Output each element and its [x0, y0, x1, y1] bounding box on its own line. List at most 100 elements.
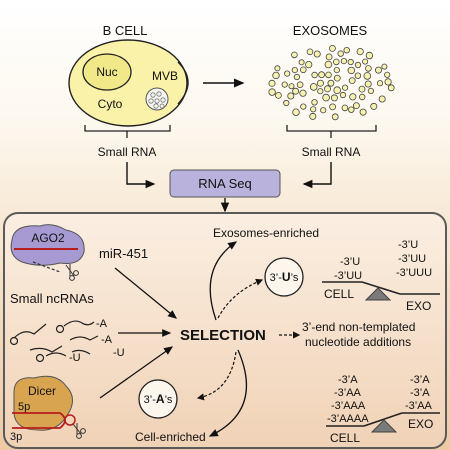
exosome-bracket — [286, 125, 377, 138]
exosome-vesicle — [316, 79, 324, 87]
exosome-vesicle — [367, 87, 374, 95]
exosome-vesicle — [313, 50, 321, 58]
exosome-vesicle — [384, 71, 391, 78]
exosome-vesicle — [363, 72, 372, 80]
exosome-vesicle — [281, 81, 288, 88]
additions-line1: 3’-end non-templated — [302, 320, 415, 334]
rna-seq-label: RNA Seq — [198, 176, 251, 191]
a-circle — [138, 379, 178, 419]
exosome-vesicle — [362, 58, 369, 65]
exosome-vesicle — [348, 106, 355, 113]
exosome-vesicle — [358, 85, 366, 93]
exosome-vesicle — [341, 84, 349, 91]
selection-panel — [3, 212, 447, 449]
exosome-vesicle — [331, 113, 339, 121]
exosome-vesicle — [332, 58, 340, 66]
mir-arrow — [114, 267, 178, 319]
exosome-vesicle — [268, 88, 276, 96]
lower-left-item-2: -3’AAA — [331, 400, 366, 412]
exosome-vesicle — [329, 103, 337, 111]
exosome-vesicle — [381, 63, 388, 70]
exosome-vesicle — [348, 77, 356, 84]
exosome-vesicle — [268, 79, 276, 87]
rna-seq-box — [169, 169, 281, 198]
ncrna-tail-u1: -U — [69, 352, 81, 364]
lower-scale: -3’A -3’AA -3’AAA -3’AAAA -3’A -3’A -3’A… — [326, 374, 440, 445]
exosome-vesicle — [274, 65, 281, 72]
exosome-vesicle — [352, 102, 360, 109]
exosome-vesicle — [299, 89, 307, 97]
five-p-label: 5p — [18, 401, 30, 413]
exosome-vesicle — [364, 80, 372, 88]
lower-left-item-0: -3’A — [338, 374, 358, 386]
upper-right-item-0: -3’U — [398, 239, 418, 251]
secretion-arc — [177, 61, 189, 105]
nucleus — [82, 53, 132, 91]
b-cell-body — [68, 39, 188, 127]
exosome-vesicle — [291, 67, 298, 74]
exosome-vesicle — [328, 45, 336, 52]
lower-right-item-2: -3’AA — [405, 400, 433, 412]
cell-bracket — [84, 125, 171, 138]
exosomes-label: EXOSOMES — [293, 23, 368, 38]
cell-enriched-label: Cell-enriched — [135, 430, 206, 444]
nuc-label: Nuc — [96, 65, 117, 79]
lower-left-item-1: -3’AA — [334, 387, 362, 399]
exosome-vesicle — [318, 71, 326, 79]
additions-line2: nucleotide additions — [305, 335, 411, 349]
ncrna-tail-u2: -U — [113, 347, 125, 359]
lower-right-item-1: -3’A — [410, 387, 430, 399]
exosome-vesicle — [317, 88, 324, 95]
exosome-vesicle — [333, 74, 341, 82]
exo-enriched-arrow — [209, 241, 238, 321]
upper-exo-label: EXO — [406, 299, 431, 313]
exosome-vesicle — [354, 72, 362, 79]
upper-right-item-2: -3’UUU — [396, 267, 432, 279]
exosome-vesicle — [305, 60, 313, 69]
a-circle-text: 3’-A’s — [144, 392, 173, 406]
exosome-vesicle — [343, 47, 350, 54]
mir-451-label: miR-451 — [99, 246, 148, 261]
exosome-vesicle — [292, 87, 300, 95]
exosome-vesicle — [359, 108, 367, 116]
small-rna-left: Small RNA — [98, 145, 157, 159]
exosome-vesicle — [274, 92, 282, 99]
lower-left-item-3: -3’AAAA — [327, 413, 369, 425]
exosome-vesicle — [323, 85, 331, 93]
exosome-vesicle — [299, 66, 307, 74]
ago2-label: AGO2 — [31, 231, 65, 245]
upper-fulcrum — [364, 287, 392, 301]
exosome-vesicle — [322, 93, 330, 102]
dicer-label: Dicer — [28, 384, 56, 398]
ncrna-tail-a1: -A — [96, 318, 108, 330]
exosome-cloud — [268, 45, 395, 121]
upper-left-item-1: -3’UU — [334, 270, 362, 282]
upper-scale: -3’U -3’UU -3’U -3’UU -3’UUU CELL EXO — [322, 239, 440, 313]
cell-enriched-arrow — [208, 349, 247, 437]
dicer-complex: Dicer 5p 3p — [10, 375, 86, 443]
scissors-icon — [72, 423, 86, 439]
exosome-vesicle — [387, 84, 395, 92]
exosome-vesicle — [376, 80, 384, 87]
exosome-vesicle — [293, 73, 300, 81]
exosome-vesicle — [309, 83, 318, 91]
b-cell: Nuc Cyto MVB — [68, 39, 189, 127]
exosome-vesicle — [330, 94, 338, 102]
exosome-vesicle — [283, 99, 290, 107]
exosome-vesicle — [309, 112, 317, 120]
exosome-vesicle — [292, 108, 300, 116]
exosome-vesicle — [384, 78, 392, 86]
exosome-vesicle — [356, 47, 364, 56]
a-dashed-arrow — [196, 351, 237, 401]
exosome-vesicle — [365, 51, 374, 60]
exosomes-enriched-label: Exosomes-enriched — [213, 226, 319, 240]
three-p-label: 3p — [10, 431, 22, 443]
small-ncrnas-label: Small ncRNAs — [10, 291, 94, 306]
exosome-vesicle — [306, 48, 314, 56]
exosome-vesicle — [333, 67, 340, 74]
exosome-vesicle — [339, 91, 347, 99]
cyto-label: Cyto — [98, 97, 123, 111]
upper-cell-label: CELL — [324, 287, 354, 301]
left-flow-arrow — [126, 162, 156, 189]
